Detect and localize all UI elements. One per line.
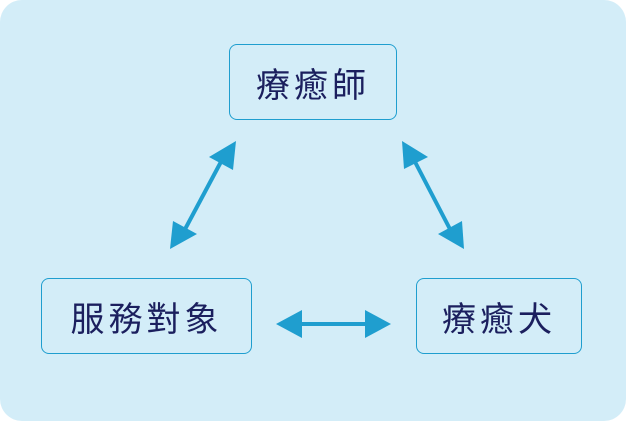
- arrow-therapist-recipient: [170, 141, 236, 249]
- node-service-recipient: 服務對象: [41, 278, 252, 354]
- node-service-recipient-label: 服務對象: [70, 299, 223, 340]
- node-therapist-label: 療癒師: [256, 65, 370, 106]
- arrow-therapist-dog: [402, 141, 464, 249]
- arrow-recipient-dog: [276, 310, 391, 338]
- node-therapy-dog-label: 療癒犬: [442, 299, 556, 340]
- node-therapist: 療癒師: [229, 44, 397, 120]
- node-therapy-dog: 療癒犬: [416, 278, 582, 354]
